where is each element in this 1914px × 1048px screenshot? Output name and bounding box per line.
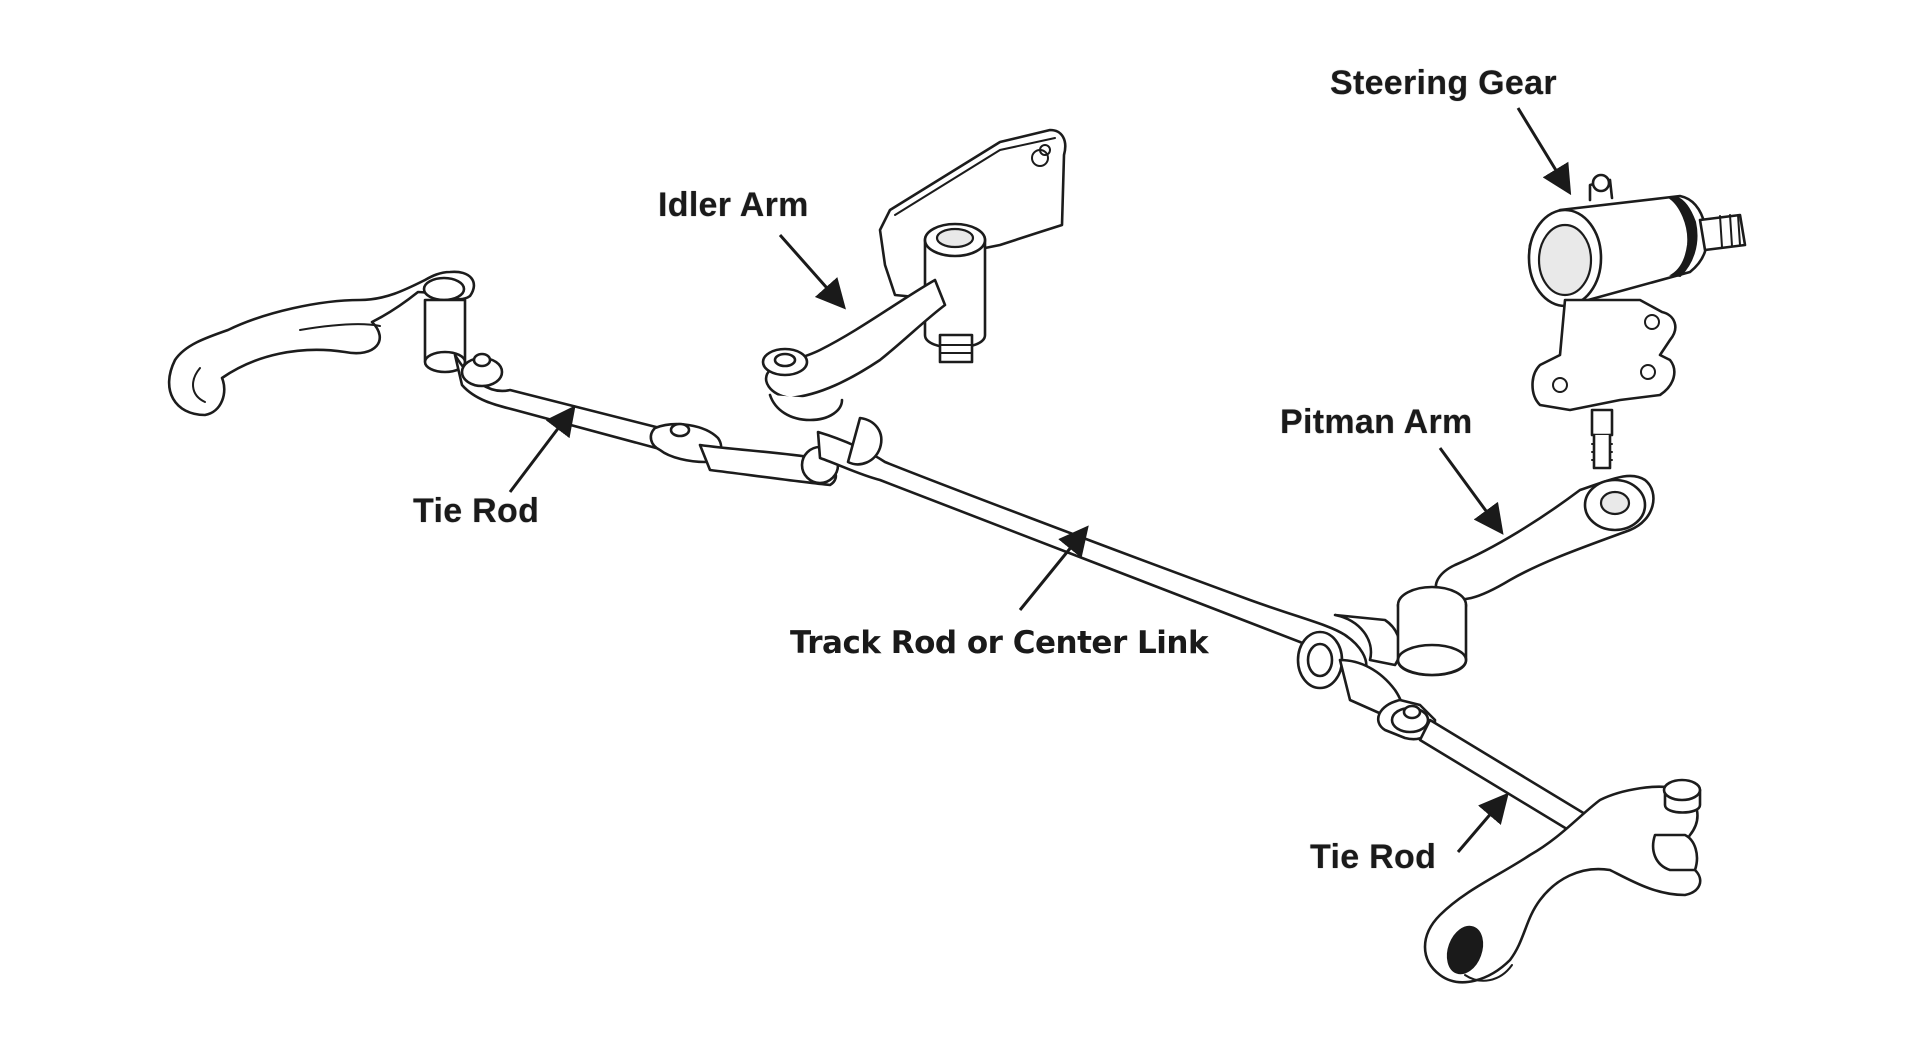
steering-gear-label: Steering Gear bbox=[1330, 64, 1557, 102]
pitman-arm bbox=[1396, 474, 1655, 677]
steering-gear-box bbox=[1527, 173, 1747, 470]
tie-rod-left-arrow bbox=[508, 405, 576, 493]
tie-rod-left-label: Tie Rod bbox=[413, 492, 540, 530]
right-tie-rod bbox=[1376, 698, 1617, 857]
tie-rod-right-label: Tie Rod bbox=[1310, 838, 1437, 876]
idler-arm-arrow bbox=[778, 234, 846, 310]
center-link-arrow bbox=[1018, 525, 1089, 611]
center-link bbox=[816, 416, 1404, 722]
idler-arm-label: Idler Arm bbox=[658, 186, 809, 224]
right-steering-knuckle bbox=[1423, 778, 1702, 984]
left-tie-rod bbox=[453, 352, 840, 487]
steering-gear-arrow bbox=[1516, 107, 1572, 196]
idler-arm bbox=[761, 128, 1067, 422]
pitman-arm-label: Pitman Arm bbox=[1280, 403, 1473, 441]
left-steering-knuckle bbox=[167, 270, 476, 417]
tie-rod-right-arrow bbox=[1456, 792, 1509, 853]
leader-arrows bbox=[508, 107, 1572, 853]
pitman-arm-arrow bbox=[1438, 447, 1504, 535]
center-link-label: Track Rod or Center Link bbox=[790, 625, 1209, 661]
